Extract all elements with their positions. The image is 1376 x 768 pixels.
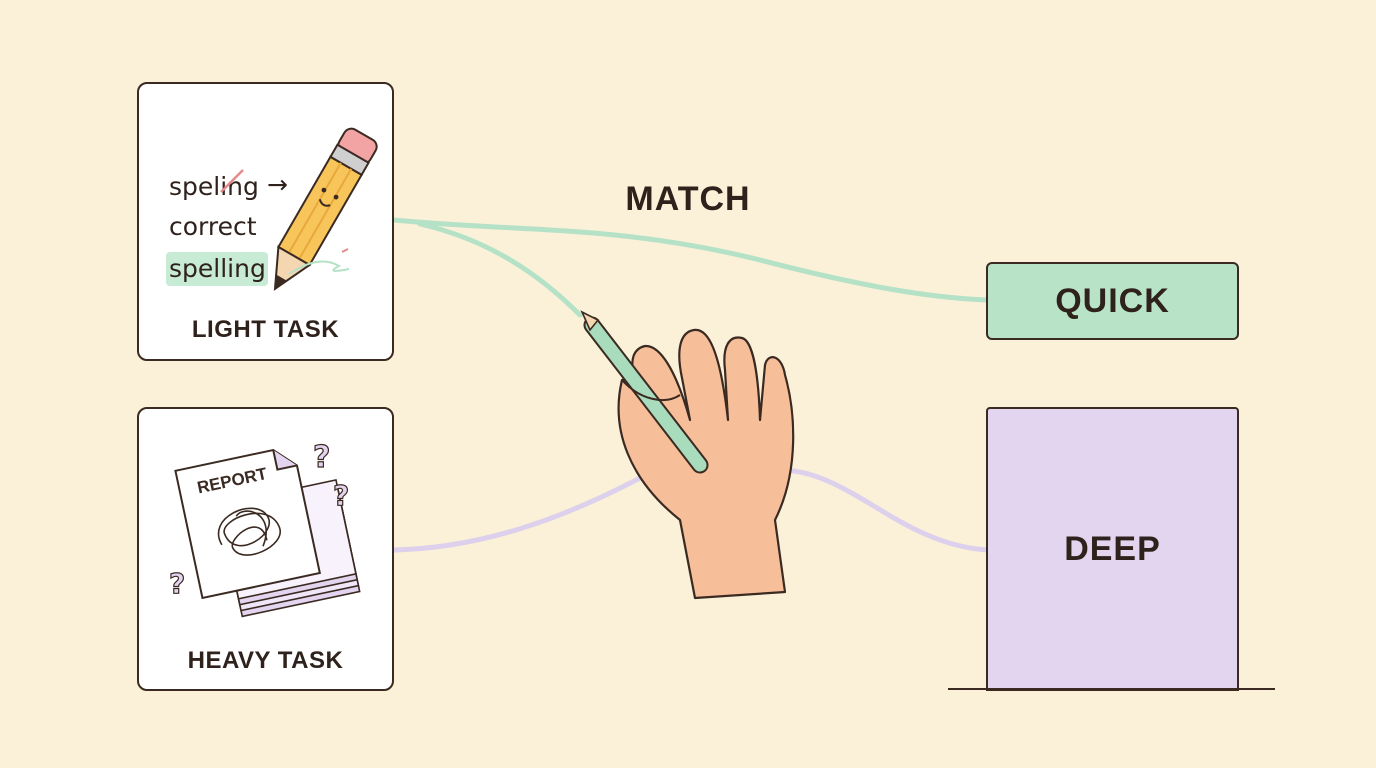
deep-target[interactable]: DEEP bbox=[986, 407, 1239, 691]
heavy-task-card[interactable]: REPORT ? ? ? HEAVY TASK bbox=[137, 407, 394, 691]
deep-label: DEEP bbox=[1064, 529, 1161, 568]
heavy-task-label: HEAVY TASK bbox=[187, 647, 344, 674]
corrected-highlight bbox=[166, 252, 268, 286]
heavy-to-hand-connector bbox=[391, 475, 643, 553]
question-mark-icon: ? bbox=[333, 479, 349, 512]
smiling-pencil-icon bbox=[273, 127, 378, 291]
light-task-label: LIGHT TASK bbox=[191, 316, 340, 343]
correct-word: correct bbox=[169, 212, 257, 241]
question-mark-icon: ? bbox=[313, 440, 330, 475]
question-mark-icon: ? bbox=[169, 567, 185, 600]
quick-target[interactable]: QUICK bbox=[986, 262, 1239, 340]
strike-mark bbox=[220, 169, 244, 193]
light-to-quick-connector bbox=[391, 217, 991, 303]
light-to-hand-connector bbox=[417, 221, 583, 318]
light-task-card[interactable]: speling → correct spelling bbox=[137, 82, 394, 361]
report-illustration: REPORT ? ? ? bbox=[168, 439, 361, 618]
misspelled-word: speling bbox=[169, 172, 259, 201]
quick-label: QUICK bbox=[1055, 281, 1170, 320]
corrected-word: spelling bbox=[169, 254, 266, 283]
report-page-icon: REPORT bbox=[174, 448, 322, 600]
correction-arrow: → bbox=[267, 170, 288, 199]
deep-baseline bbox=[948, 688, 1275, 690]
hand-to-deep-connector bbox=[777, 467, 991, 553]
match-title: MATCH bbox=[625, 180, 751, 218]
